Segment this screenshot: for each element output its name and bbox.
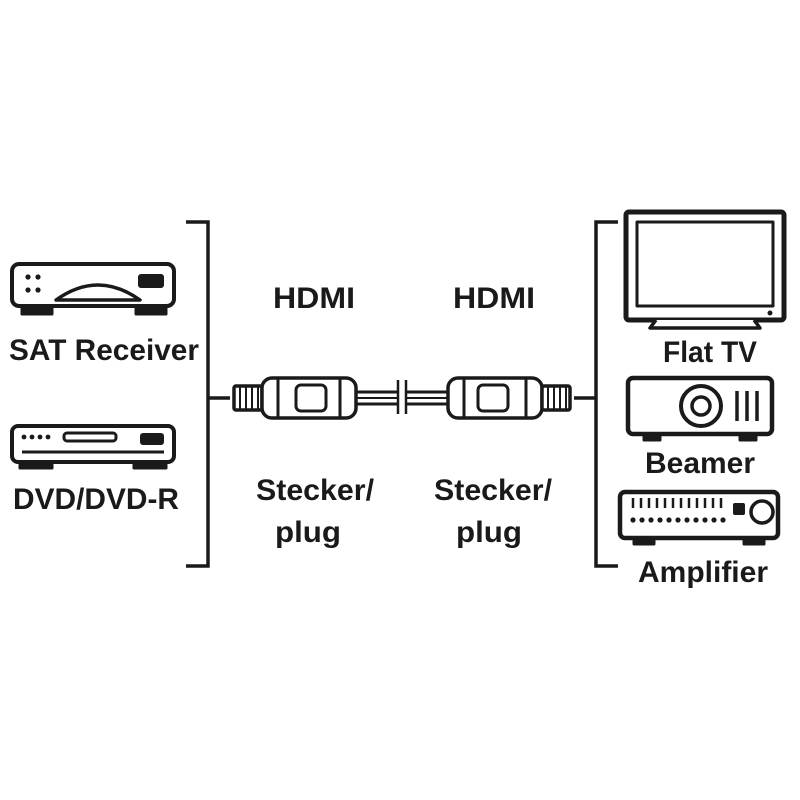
right-bracket [574,220,618,568]
right-hdmi-connector-icon [446,376,572,420]
left-hdmi-connector-icon [232,376,358,420]
flat-tv-icon [623,209,787,330]
hdmi-cable [356,380,448,414]
amplifier-label: Amplifier [638,556,768,589]
right-connector-kind-line1: Stecker/ [434,474,553,507]
sat-receiver-icon [10,262,176,316]
left-connector-kind-line2: plug [275,516,341,549]
beamer-icon [625,375,775,442]
right-connector-type-label: HDMI [453,282,535,315]
dvd-player-icon [10,424,176,470]
left-connector-kind-line1: Stecker/ [256,474,375,507]
dvd-label: DVD/DVD-R [13,483,179,516]
right-connector-kind-line2: plug [456,516,522,549]
sat-receiver-label: SAT Receiver [9,334,199,367]
left-connector-type-label: HDMI [273,282,355,315]
left-bracket [186,220,230,568]
amplifier-icon [617,489,781,546]
flat-tv-label: Flat TV [663,336,757,369]
beamer-label: Beamer [645,447,755,480]
